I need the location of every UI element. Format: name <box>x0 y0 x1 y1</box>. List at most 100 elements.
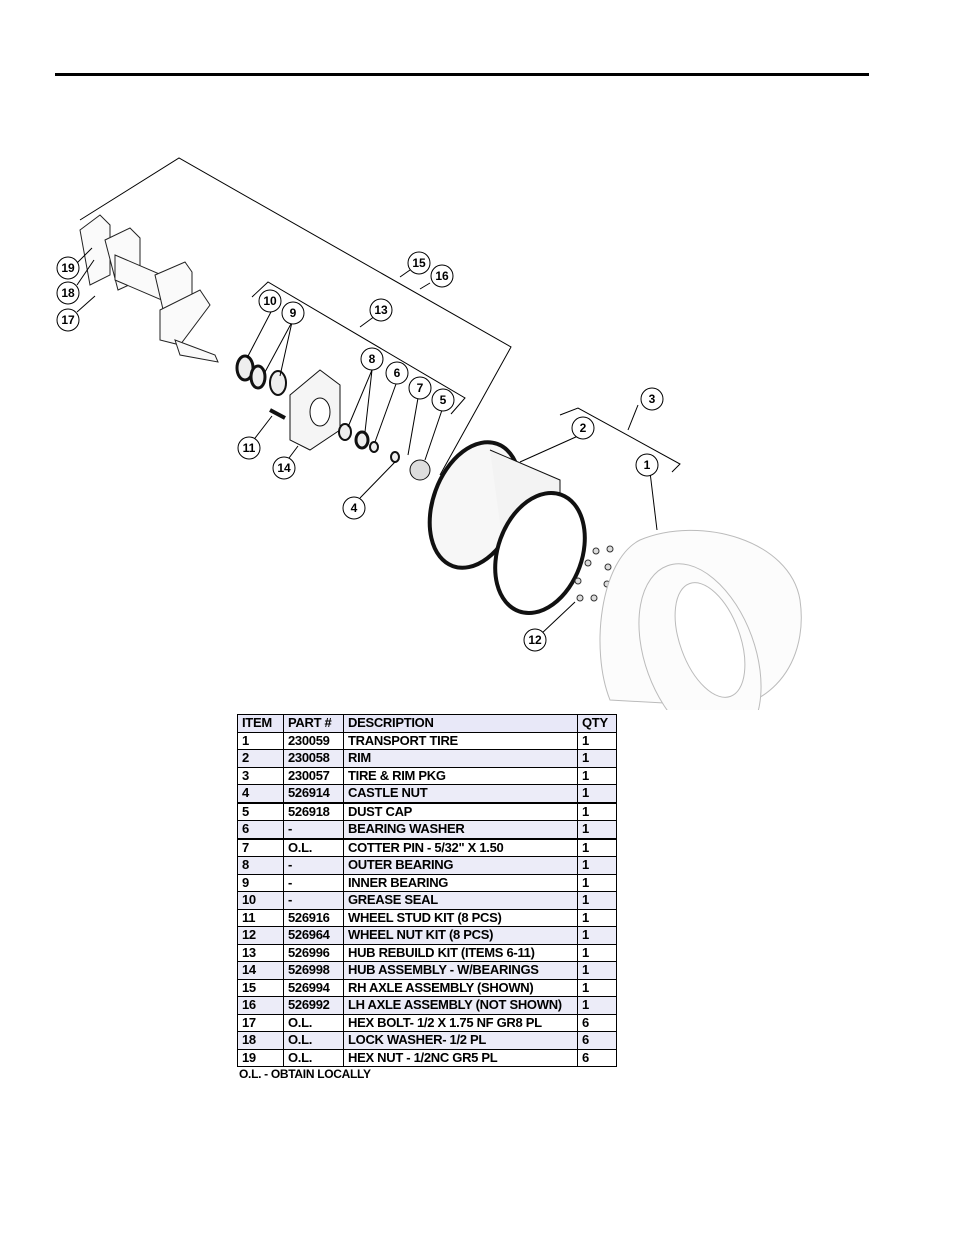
svg-text:15: 15 <box>412 256 426 270</box>
cell-qty: 1 <box>577 802 617 821</box>
callout-19: 19 <box>56 256 80 280</box>
cell-item: 9 <box>237 873 284 892</box>
cell-description: RH AXLE ASSEMBLY (SHOWN) <box>343 978 578 997</box>
cell-qty: 1 <box>577 873 617 892</box>
cell-qty: 1 <box>577 996 617 1015</box>
cell-description: HEX BOLT- 1/2 X 1.75 NF GR8 PL <box>343 1013 578 1032</box>
callout-1: 1 <box>635 453 659 477</box>
svg-text:10: 10 <box>263 294 277 308</box>
cell-item: 18 <box>237 1031 284 1050</box>
cell-qty: 1 <box>577 820 617 840</box>
cell-item: 19 <box>237 1048 284 1067</box>
callout-6: 6 <box>385 361 409 385</box>
svg-text:12: 12 <box>528 633 542 647</box>
cell-item: 16 <box>237 996 284 1015</box>
bracket-hub-kit <box>251 281 466 415</box>
svg-text:6: 6 <box>394 366 401 380</box>
svg-text:18: 18 <box>61 286 75 300</box>
svg-text:17: 17 <box>61 313 75 327</box>
callout-12: 12 <box>523 628 547 652</box>
cell-description: LOCK WASHER- 1/2 PL <box>343 1031 578 1050</box>
cell-part-number: 526964 <box>283 926 344 945</box>
cell-description: CASTLE NUT <box>343 784 578 804</box>
cell-description: LH AXLE ASSEMBLY (NOT SHOWN) <box>343 996 578 1015</box>
cell-item: 15 <box>237 978 284 997</box>
cell-part-number: - <box>283 891 344 910</box>
cell-item: 14 <box>237 961 284 980</box>
axle-part <box>79 214 219 363</box>
cell-qty: 6 <box>577 1013 617 1032</box>
cell-item: 8 <box>237 856 284 875</box>
rim-part <box>427 440 587 616</box>
cell-item: 10 <box>237 891 284 910</box>
cell-qty: 1 <box>577 784 617 804</box>
cell-part-number: 230058 <box>283 749 344 768</box>
cell-description: BEARING WASHER <box>343 820 578 840</box>
callout-2: 2 <box>571 416 595 440</box>
cell-part-number: O.L. <box>283 838 344 857</box>
callout-8: 8 <box>360 347 384 371</box>
cell-item: 6 <box>237 820 284 840</box>
cell-description: WHEEL STUD KIT (8 PCS) <box>343 908 578 927</box>
callout-4: 4 <box>342 496 366 520</box>
exploded-axle-diagram: 1 2 3 4 5 6 7 8 9 10 11 12 13 14 15 16 1… <box>56 157 802 710</box>
svg-text:16: 16 <box>435 269 449 283</box>
cell-description: RIM <box>343 749 578 768</box>
header-rule <box>55 73 869 76</box>
callout-labels: 1 2 3 4 5 6 7 8 9 10 11 12 13 14 15 16 1… <box>56 251 664 652</box>
svg-text:4: 4 <box>351 501 358 515</box>
cell-item: 3 <box>237 766 284 785</box>
callout-9: 9 <box>281 301 305 325</box>
cell-part-number: 526916 <box>283 908 344 927</box>
leader-lines <box>76 247 658 636</box>
cell-part-number: 526914 <box>283 784 344 804</box>
svg-text:13: 13 <box>374 303 388 317</box>
callout-17: 17 <box>56 308 80 332</box>
header-part: PART # <box>283 714 344 733</box>
cell-part-number: O.L. <box>283 1048 344 1067</box>
callout-7: 7 <box>408 376 432 400</box>
cell-qty: 1 <box>577 926 617 945</box>
cell-item: 17 <box>237 1013 284 1032</box>
cell-part-number: - <box>283 856 344 875</box>
cell-part-number: 526918 <box>283 802 344 821</box>
table-header-row: ITEM PART # DESCRIPTION QTY <box>237 714 617 733</box>
cell-description: GREASE SEAL <box>343 891 578 910</box>
cell-part-number: O.L. <box>283 1013 344 1032</box>
cell-item: 2 <box>237 749 284 768</box>
cell-item: 13 <box>237 943 284 962</box>
cell-description: HEX NUT - 1/2NC GR5 PL <box>343 1048 578 1067</box>
svg-text:2: 2 <box>580 421 587 435</box>
bracket-axle-assembly <box>79 157 512 476</box>
cell-part-number: 526996 <box>283 943 344 962</box>
cell-part-number: 230059 <box>283 731 344 750</box>
callout-18: 18 <box>56 281 80 305</box>
header-item: ITEM <box>237 714 284 733</box>
cell-description: TRANSPORT TIRE <box>343 731 578 750</box>
cell-part-number: 526992 <box>283 996 344 1015</box>
cell-description: INNER BEARING <box>343 873 578 892</box>
cell-qty: 1 <box>577 943 617 962</box>
bearings-part <box>235 354 431 481</box>
cell-qty: 1 <box>577 838 617 857</box>
callout-5: 5 <box>431 388 455 412</box>
cell-description: COTTER PIN - 5/32" X 1.50 <box>343 838 578 857</box>
wheel-nuts-part <box>574 545 614 602</box>
cell-part-number: O.L. <box>283 1031 344 1050</box>
cell-qty: 6 <box>577 1048 617 1067</box>
